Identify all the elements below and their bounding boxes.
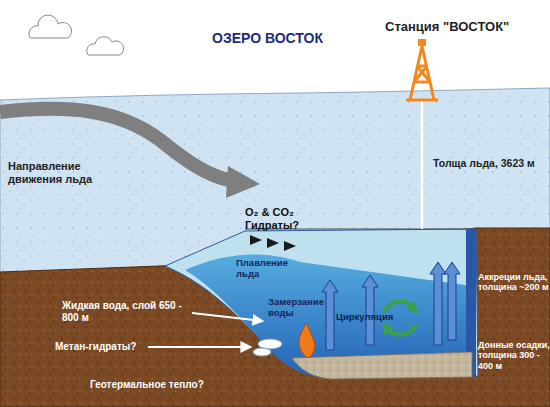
methane-hydrate bbox=[258, 339, 282, 349]
accretion-label: Аккреции льда, толщина ~200 м bbox=[478, 272, 550, 293]
leader-arrow bbox=[148, 346, 250, 348]
sediment-label: Донные осадки, толщина 300 - 400 м bbox=[478, 340, 550, 371]
upwelling-arrows bbox=[322, 262, 460, 350]
station-label: Станция "ВОСТОК" bbox=[385, 20, 535, 35]
diagram-title: ОЗЕРО ВОСТОК bbox=[212, 30, 382, 46]
accretion-ice bbox=[165, 229, 478, 378]
methane-hydrate bbox=[253, 348, 271, 356]
bedrock bbox=[0, 228, 550, 407]
flow-chevrons bbox=[250, 235, 296, 251]
ice-flow-label: Направление движения льда bbox=[8, 160, 108, 185]
borehole bbox=[421, 100, 424, 229]
geothermal-flame bbox=[299, 323, 315, 357]
geothermal-label: Геотермальное тепло? bbox=[90, 379, 240, 391]
lake-water bbox=[185, 254, 472, 378]
sediments bbox=[292, 352, 472, 379]
gas-hydrate-label: O₂ & CO₂ Гидраты? bbox=[245, 206, 309, 231]
drilling-derrick bbox=[406, 46, 438, 100]
melting-label: Плавление льда bbox=[236, 258, 294, 280]
cloud bbox=[29, 15, 72, 38]
freezing-label: Замерзание воды bbox=[268, 297, 332, 319]
liquid-water-label: Жидкая вода, слой 650 - 800 м bbox=[62, 300, 192, 323]
cloud bbox=[87, 37, 124, 55]
leader-arrow bbox=[192, 313, 262, 321]
methane-label: Метан-гидраты? bbox=[55, 341, 155, 353]
ice-flow-arrowhead bbox=[226, 166, 260, 198]
ice-thickness-label: Толща льда, 3623 м bbox=[433, 157, 548, 169]
circulation-label: Циркуляция bbox=[336, 312, 406, 323]
derrick-top bbox=[418, 39, 426, 46]
